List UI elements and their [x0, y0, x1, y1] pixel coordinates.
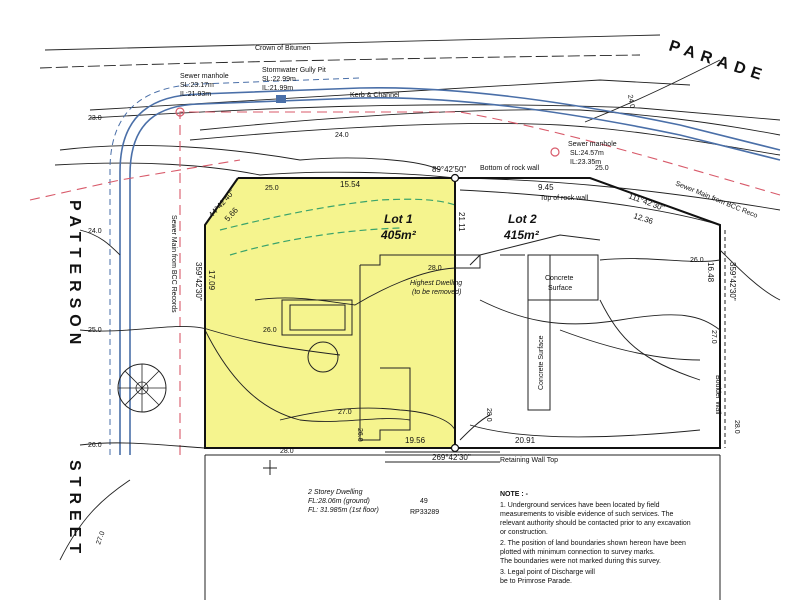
dwelling-fl-first: FL: 31.985m (1st floor) — [308, 507, 379, 514]
sewer-manhole-1-il: IL:21.93m — [180, 91, 211, 98]
contour-label: 27.0 — [95, 530, 106, 545]
sewer-main-left-label: Sewer Main from BCC Records — [170, 215, 177, 313]
lot1-area: 405m² — [380, 228, 417, 242]
dwelling-label: 2 Storey Dwelling — [307, 489, 363, 496]
kerb-label: Kerb & Channel — [350, 92, 400, 99]
note-line: relevant authority should be contacted p… — [500, 520, 691, 527]
distance-bottom-lot1: 19.56 — [405, 436, 426, 445]
sewer-manhole-1-sl: SL:23.17m — [180, 82, 214, 89]
contour-label: 24.0 — [335, 132, 349, 139]
contour-label: 25.0 — [595, 165, 609, 172]
road-patterson: PATTERSON — [66, 200, 83, 350]
gully-pit-icon — [276, 95, 286, 103]
distance-top-lot1: 15.54 — [340, 180, 361, 189]
boulder-wall-label: Boulder Wall — [714, 375, 721, 415]
contour-label: 26.0 — [690, 257, 704, 264]
contour-label: 28.0 — [428, 265, 442, 272]
crown-label: Crown of Bitumen — [255, 45, 311, 52]
note-line: plotted with minimum connection to surve… — [500, 549, 655, 556]
contour-label: 28.0 — [733, 420, 740, 434]
concrete-surface-2: Concrete Surface — [538, 335, 545, 390]
contour-label: 23.0 — [88, 115, 102, 122]
contour-label: 26.0 — [88, 442, 102, 449]
note-line: 2. The position of land boundaries shown… — [500, 540, 686, 547]
bearing-top-right: 111°42'30" — [627, 191, 665, 212]
contour-label: 25.0 — [265, 185, 279, 192]
retaining-wall-label: Retaining Wall Top — [500, 457, 558, 464]
contour-label: 26.0 — [356, 428, 363, 442]
rock-wall-bottom-label: Bottom of rock wall — [480, 165, 540, 172]
highest-dwelling-note: (to be removed) — [412, 289, 461, 296]
sewer-manhole-2-name: Sewer manhole — [568, 141, 617, 148]
sewer-manhole-1-name: Sewer manhole — [180, 73, 229, 80]
gully-pit-il: IL:21.99m — [262, 85, 293, 92]
distance-top-right: 12.36 — [632, 211, 654, 226]
dwelling-fl-ground: FL:28.06m (ground) — [308, 498, 370, 505]
bearing-left: 359°42'30" — [194, 262, 203, 301]
distance-mid: 21.11 — [457, 212, 466, 232]
tree-icon — [117, 363, 167, 413]
lot2-area: 415m² — [503, 228, 540, 242]
notes-title: NOTE : - — [500, 491, 529, 498]
rock-wall-top-label: Top of rock wall — [540, 195, 589, 202]
distance-right: 16.48 — [706, 262, 715, 283]
distance-top-lot2: 9.45 — [538, 183, 554, 192]
contour-label: 24.0 — [88, 228, 102, 235]
contour-label: 28.0 — [280, 448, 294, 455]
note-line: be to Primrose Parade. — [500, 578, 572, 585]
contour-label: 27.0 — [710, 330, 717, 344]
bearing-top-mid: 89°42'50" — [432, 165, 466, 174]
bearing-bottom: 269°42'30" — [432, 453, 471, 462]
concrete-surface-1a: Concrete — [545, 275, 574, 282]
note-line: The boundaries were not marked during th… — [500, 558, 661, 565]
lot1-highlight — [205, 178, 455, 448]
notes-block: NOTE : - 1. Underground services have be… — [500, 491, 691, 585]
lot1-name: Lot 1 — [384, 212, 413, 226]
gully-pit-sl: SL:22.99m — [262, 76, 296, 83]
gully-pit-name: Stormwater Gully Pit — [262, 67, 326, 74]
note-line: measurements to visible evidence of such… — [500, 511, 674, 518]
concrete-surface-1b: Surface — [548, 285, 572, 292]
sewer-manhole-2-il: IL:23.35m — [570, 159, 601, 166]
sewer-manhole-icon — [550, 147, 560, 157]
contour-label: 28.0 — [485, 408, 492, 422]
note-line: 3. Legal point of Discharge will — [500, 569, 595, 576]
contour-label: 25.0 — [88, 327, 102, 334]
contour-label: 27.0 — [338, 409, 352, 416]
lot-number: 49 — [420, 498, 428, 505]
distance-left: 17.09 — [207, 270, 216, 291]
road-street: STREET — [66, 460, 83, 559]
note-line: 1. Underground services have been locate… — [500, 502, 660, 509]
lot2-name: Lot 2 — [508, 212, 537, 226]
note-line: or construction. — [500, 529, 548, 536]
sewer-manhole-icon — [175, 107, 185, 117]
highest-dwelling-label: Highest Dwelling — [410, 280, 462, 287]
bearing-right: 359°42'30" — [728, 262, 737, 301]
contour-label: 26.0 — [263, 327, 277, 334]
sewer-manhole-2-sl: SL:24.57m — [570, 150, 604, 157]
contour-label: 24.0 — [626, 94, 635, 109]
distance-bottom-lot2: 20.91 — [515, 436, 536, 445]
rp-number: RP33289 — [410, 509, 439, 516]
